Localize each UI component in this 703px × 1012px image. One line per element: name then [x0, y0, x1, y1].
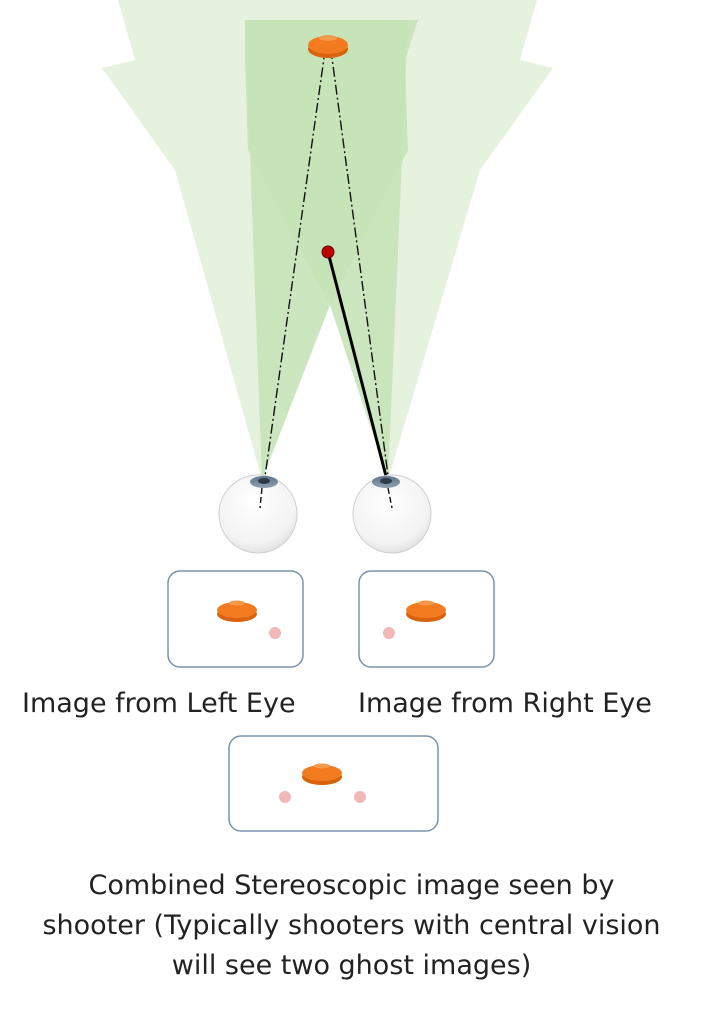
clay-target-icon [308, 35, 348, 58]
left-eye-image-label: Image from Left Eye [22, 688, 296, 719]
left-eyeball-icon [218, 474, 298, 554]
right-eye-image-frame [358, 570, 495, 668]
sight-lines [260, 57, 393, 506]
right-eye-sight-line [331, 57, 393, 506]
right-eyeball-icon [352, 474, 432, 554]
combined-caption-line-1: Combined Stereoscopic image seen by [88, 870, 615, 901]
combined-image-caption: Combined Stereoscopic image seen by shoo… [0, 866, 703, 986]
left-eye-image-frame [167, 570, 304, 668]
right-eye-axis [387, 487, 393, 509]
right-eye-image-label: Image from Right Eye [358, 688, 652, 719]
left-ghost-image-icon [279, 791, 291, 803]
left-eye-axis [259, 487, 263, 509]
left-eye-sight-line [260, 57, 325, 506]
right-ghost-image-icon [354, 791, 366, 803]
ghost-image-icon [383, 627, 395, 639]
combined-image-frame [228, 735, 439, 832]
clay-target-icon [406, 600, 446, 622]
focus-point-icon [321, 245, 335, 259]
focus-sight-line [326, 251, 389, 481]
ghost-image-icon [269, 627, 281, 639]
combined-caption-line-2: shooter (Typically shooters with central… [42, 910, 661, 941]
clay-target-icon [217, 600, 257, 622]
combined-caption-line-3: will see two ghost images) [171, 950, 532, 981]
clay-target-icon [302, 763, 342, 785]
